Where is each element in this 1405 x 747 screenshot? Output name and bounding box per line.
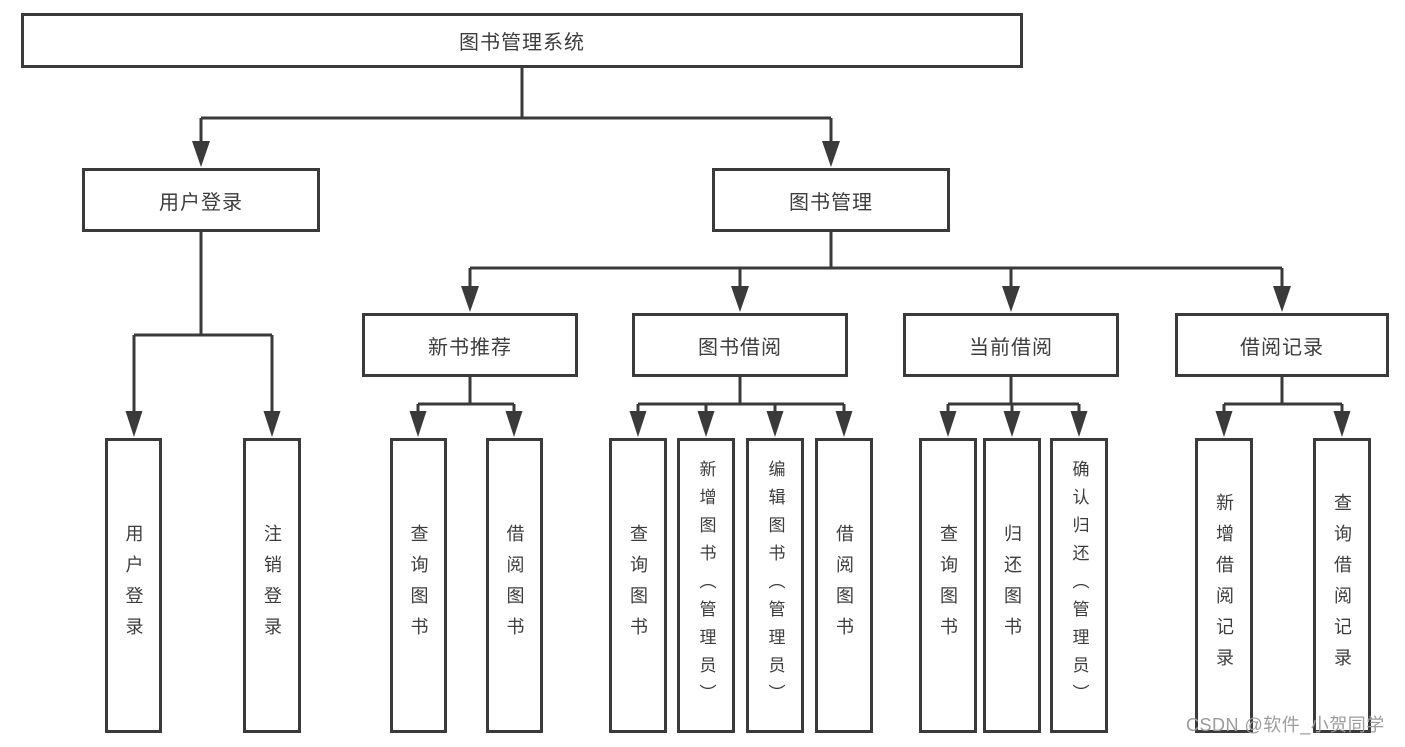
node-book-management: 图书管理	[712, 168, 950, 232]
leaf-borrow-books-borrowing: 借阅图书	[815, 438, 873, 733]
watermark: CSDN @软件_小贺同学	[1186, 715, 1385, 735]
leaf-add-book-admin: 新增图书（管理员）	[677, 438, 735, 733]
node-label: 查询图书	[408, 523, 429, 648]
node-label: 注销登录	[262, 523, 282, 648]
node-label: 当前借阅	[969, 336, 1053, 359]
node-label: 查询借阅记录	[1332, 492, 1352, 679]
node-label: 新增借阅记录	[1214, 492, 1234, 679]
node-label: 确认归还（管理员）	[1069, 459, 1089, 712]
node-label: 新书推荐	[428, 336, 512, 359]
node-label: 用户登录	[123, 523, 144, 648]
node-current-borrowing: 当前借阅	[903, 313, 1119, 377]
node-label: 图书借阅	[698, 336, 782, 359]
leaf-query-borrow-record: 查询借阅记录	[1313, 438, 1371, 733]
node-library-system: 图书管理系统	[21, 13, 1023, 68]
leaf-query-books-current: 查询图书	[919, 438, 977, 733]
node-label: 查询图书	[628, 523, 648, 648]
leaf-borrow-books-recommend: 借阅图书	[486, 438, 543, 733]
leaf-add-borrow-record: 新增借阅记录	[1195, 438, 1253, 733]
leaf-return-book: 归还图书	[983, 438, 1041, 733]
leaf-confirm-return-admin: 确认归还（管理员）	[1050, 438, 1108, 733]
node-book-borrowing: 图书借阅	[632, 313, 848, 377]
node-user-login: 用户登录	[82, 168, 320, 232]
node-borrowing-records: 借阅记录	[1175, 313, 1389, 377]
node-label: 查询图书	[938, 523, 958, 648]
leaf-user-login: 用户登录	[105, 438, 162, 733]
leaf-logout: 注销登录	[243, 438, 301, 733]
node-label: 图书管理	[789, 191, 873, 214]
node-label: 借阅图书	[834, 523, 854, 648]
node-label: 借阅记录	[1240, 336, 1324, 359]
node-label: 归还图书	[1002, 523, 1022, 648]
node-label: 借阅图书	[504, 523, 525, 648]
node-new-book-recommend: 新书推荐	[362, 313, 578, 377]
node-label: 新增图书（管理员）	[696, 459, 716, 712]
node-label: 用户登录	[159, 191, 243, 214]
leaf-edit-book-admin: 编辑图书（管理员）	[746, 438, 804, 733]
node-label: 编辑图书（管理员）	[765, 459, 785, 712]
leaf-query-books-borrowing: 查询图书	[609, 438, 667, 733]
node-label: 图书管理系统	[459, 32, 585, 54]
leaf-query-books-recommend: 查询图书	[390, 438, 447, 733]
